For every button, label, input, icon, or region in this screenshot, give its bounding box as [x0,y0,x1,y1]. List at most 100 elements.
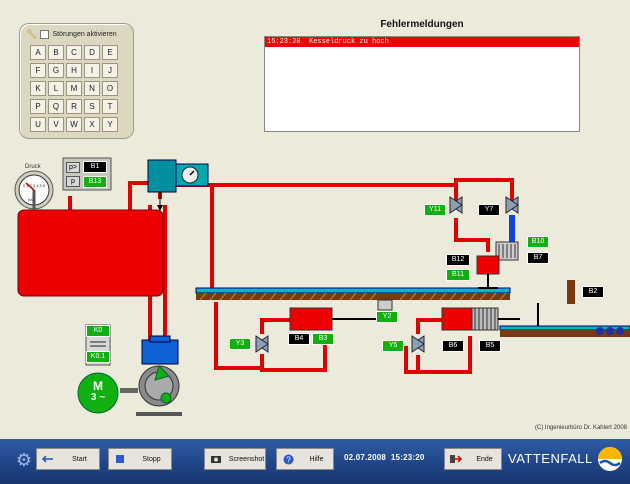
vattenfall-logo-icon [598,447,622,471]
boiler-tank [17,209,164,297]
fault-checkbox[interactable] [40,30,50,39]
cylinder-spring [471,307,499,331]
heater-unit [147,159,177,193]
stop-icon [114,453,126,465]
valve-y5[interactable]: Y5 [382,340,404,352]
start-button[interactable]: Start [36,448,100,470]
fault-toggle[interactable]: 🔧︎ Störungen aktivieren [26,29,117,40]
fault-key-i[interactable]: I [84,63,100,78]
sensor-b3[interactable]: B3 [312,333,334,345]
fault-key-q[interactable]: Q [48,99,64,114]
pipe-top-main [176,183,458,204]
pressure-gauge-unit: bar [28,197,34,202]
motor-label-m: M [93,379,103,393]
pump-base [136,412,182,416]
sensor-b4[interactable]: B4 [288,333,310,345]
motor-label-phase: 3 ~ [90,392,106,403]
fault-key-k[interactable]: K [30,81,46,96]
fault-key-f[interactable]: F [30,63,46,78]
fault-key-y[interactable]: Y [102,117,118,132]
fault-key-l[interactable]: L [48,81,64,96]
settings-gear-icon[interactable]: ⚙ [15,450,33,470]
valve-y7[interactable]: Y7 [478,204,500,216]
stop-button[interactable]: Stopp [108,448,172,470]
sensor-p-low: p [66,176,80,187]
start-button-label: Start [72,455,87,463]
screenshot-button-label: Screenshot [228,455,265,463]
cylinder-b12 [476,255,500,275]
pressure-gauge-label: Druck [25,164,41,170]
rail-teal [195,287,511,294]
datetime-display: 02.07.2008 15:23:20 [344,453,425,462]
relay-k01-label[interactable]: K0.1 [86,351,110,363]
pump-rotor [160,392,172,404]
fault-key-e[interactable]: E [102,45,118,60]
sensor-b6[interactable]: B6 [442,340,464,352]
fault-key-d[interactable]: D [84,45,100,60]
fault-key-h[interactable]: H [66,63,82,78]
fault-key-x[interactable]: X [84,117,100,132]
fault-key-j[interactable]: J [102,63,118,78]
motor-shaft [120,388,138,393]
cylinder-left [289,307,333,331]
sensor-b12[interactable]: B12 [446,254,470,266]
fault-key-g[interactable]: G [48,63,64,78]
fault-checkbox-label: Störungen aktivieren [52,31,117,38]
pipe-lower-left [214,302,264,370]
exit-button[interactable]: Ende [444,448,502,470]
fault-key-c[interactable]: C [66,45,82,60]
sensor-b7[interactable]: B7 [527,252,549,264]
cylinder-right [441,307,473,331]
motor-label: M 3 ~ [82,380,114,404]
help-button-label: Hilfe [309,455,324,463]
fault-key-o[interactable]: O [102,81,118,96]
pipe-blue [509,215,515,245]
fault-key-w[interactable]: W [66,117,82,132]
relay-k0-label[interactable]: K0 [86,325,110,337]
fault-key-p[interactable]: P [30,99,46,114]
stopper-b2 [567,280,575,304]
pipe-y11-cylinder [454,218,490,252]
workpiece-3 [616,327,624,335]
help-button[interactable]: ? Hilfe [276,448,334,470]
fault-key-u[interactable]: U [30,117,46,132]
fault-key-a[interactable]: A [30,45,46,60]
workpiece-2 [606,327,614,335]
rail-hatch [199,292,507,301]
valves [255,196,519,353]
fault-key-m[interactable]: M [66,81,82,96]
fault-key-r[interactable]: R [66,99,82,114]
sensor-b5[interactable]: B5 [479,340,501,352]
valve-y3[interactable]: Y3 [229,338,251,350]
pipe-y5-cyl-b6 [416,318,442,334]
svg-text:?: ? [286,455,291,464]
plant-diagram [14,157,630,416]
fault-key-n[interactable]: N [84,81,100,96]
wrench-icon: 🔧︎ [26,29,38,39]
valve-y2[interactable]: Y2 [376,311,398,323]
fault-key-t[interactable]: T [102,99,118,114]
start-icon [42,453,54,465]
error-log-entry[interactable]: 15:23:20 Kesseldruck zu hoch [265,37,579,47]
fault-key-s[interactable]: S [84,99,100,114]
copyright: (C) Ingenieurbüro Dr. Kahlert 2008 [534,425,627,431]
fault-key-b[interactable]: B [48,45,64,60]
exit-icon [450,453,462,465]
sensor-b13[interactable]: B13 [83,176,107,188]
slider-block [377,299,393,311]
sensor-b11[interactable]: B11 [446,269,470,281]
pressure-gauge-scale: 0 1 2 3 4 5 6 [22,183,46,188]
pipe-y3-cyl-b4 [260,318,290,334]
sensor-b2[interactable]: B2 [582,286,604,298]
brand-name: VATTENFALL [508,451,593,466]
valve-y11[interactable]: Y11 [424,204,446,216]
sensor-b10[interactable]: B10 [527,236,549,248]
screenshot-button[interactable]: Screenshot [204,448,266,470]
sensor-b1[interactable]: B1 [83,161,107,173]
error-log[interactable]: 15:23:20 Kesseldruck zu hoch [264,36,580,132]
exit-button-label: Ende [476,455,493,463]
fault-key-v[interactable]: V [48,117,64,132]
